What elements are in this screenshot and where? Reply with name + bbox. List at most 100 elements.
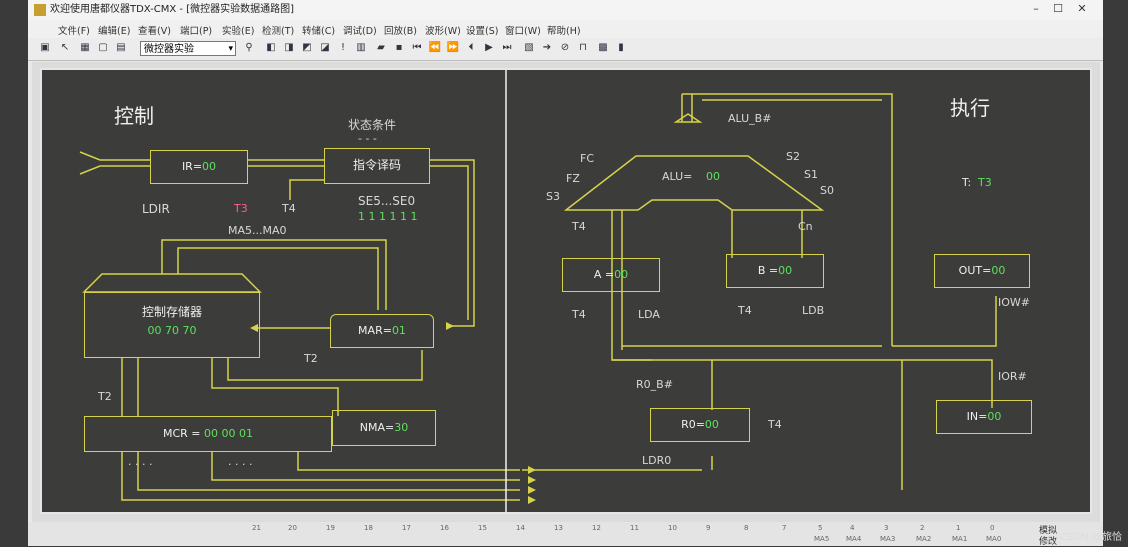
r0-b-label: R0_B# [636,378,673,391]
b-register[interactable]: B =00 [726,254,824,288]
menu-detect[interactable]: 检测(T) [262,26,295,37]
play-icon[interactable]: ▶ [485,42,493,53]
image-icon[interactable]: ▧ [524,42,534,53]
t4-label-a: T4 [572,308,586,321]
alert-icon[interactable]: ! [340,42,345,53]
out-register[interactable]: OUT=00 [934,254,1030,288]
stop-icon[interactable]: ⊘ [560,42,570,53]
s3-label: S3 [546,190,560,203]
menu-view[interactable]: 查看(V) [138,26,171,37]
step-back-icon[interactable]: ⏴ [468,42,474,53]
control-store[interactable]: 控制存储器 00 70 70 [84,292,260,358]
panel-icon[interactable]: ▤ [116,42,126,53]
bit-9: 9 [706,524,711,532]
menu-dump[interactable]: 转储(C) [302,26,336,37]
cn-label: Cn [798,220,813,233]
modify-button[interactable]: 修改 [1038,537,1057,547]
menu-file[interactable]: 文件(F) [58,26,90,37]
bit-11: 11 [630,524,639,532]
ldr0-label: LDR0 [642,454,672,467]
rewind-icon[interactable]: ⏪ [428,42,442,53]
last-icon[interactable]: ⏭ [502,42,512,53]
bit-2: 2 [920,524,925,532]
window-icon[interactable]: ▢ [98,42,108,53]
key-icon[interactable]: ⚲ [245,42,253,53]
s0-label: S0 [820,184,834,197]
alu-label: ALU= [662,170,693,183]
bit-20: 20 [288,524,297,532]
grid-icon[interactable]: ▦ [80,42,90,53]
first-icon[interactable]: ⏮ [412,42,422,53]
se-value: 1 1 1 1 1 1 [358,210,418,223]
app-window: 欢迎使用唐都仪器TDX-CMX - [微控器实验数据通路图] – ☐ ✕ 文件(… [28,0,1103,547]
open-icon[interactable]: ▣ [40,42,50,53]
bit-19: 19 [326,524,335,532]
menu-debug[interactable]: 调试(D) [343,26,377,37]
t3-label: T3 [234,202,248,215]
bit-4: 4 [850,524,855,532]
menu-window[interactable]: 窗口(W) [505,26,541,37]
instruction-decoder[interactable]: 指令译码 [324,148,430,184]
ior-label: IOR# [998,370,1027,383]
save-icon[interactable]: ▪ [395,42,403,53]
control-store-label: 控制存储器 [141,305,202,319]
tool-icon-3[interactable]: ◩ [302,42,312,53]
r0-value: 00 [704,418,719,431]
ldir-label: LDIR [142,202,170,216]
r0-register[interactable]: R0=00 [650,408,750,442]
mcr-register[interactable]: MCR = 00 00 01 [84,416,332,452]
r0-label: R0= [681,418,705,431]
window-title: 欢迎使用唐都仪器TDX-CMX - [微控器实验数据通路图] [50,4,294,15]
tool-icon-2[interactable]: ◨ [284,42,294,53]
simulate-button[interactable]: 模拟 [1038,526,1057,536]
menu-help[interactable]: 帮助(H) [547,26,581,37]
chart-icon[interactable]: ▩ [598,42,608,53]
ir-register[interactable]: IR=00 [150,150,248,184]
fc-label: FC [580,152,595,165]
menu-waveform[interactable]: 波形(W) [425,26,461,37]
minimize-button[interactable]: – [1033,2,1039,15]
arrow-icon[interactable]: ➔ [542,42,552,53]
menu-settings[interactable]: 设置(S) [466,26,499,37]
control-store-value: 00 70 70 [147,324,197,337]
mar-value: 01 [391,324,406,337]
close-button[interactable]: ✕ [1077,2,1087,15]
b-label: B = [757,264,779,277]
alu-value: 00 [706,170,720,183]
menu-edit[interactable]: 编辑(E) [98,26,131,37]
out-value: 00 [991,264,1006,277]
se-label: SE5...SE0 [358,194,416,208]
bit-16: 16 [440,524,449,532]
pulse-icon[interactable]: ⊓ [579,42,587,53]
bars-icon[interactable]: ▮ [618,42,624,53]
datapath-wires [79,70,997,512]
nma-value: 30 [394,421,409,434]
out-label: OUT= [958,264,992,277]
lda-label: LDA [638,308,660,321]
pointer-icon[interactable]: ↖ [60,42,70,53]
t2-label-mar: T2 [304,352,318,365]
table-icon[interactable]: ▥ [356,42,366,53]
ma4-cell: MA4 [846,535,862,543]
menu-playback[interactable]: 回放(B) [384,26,417,37]
bit-3: 3 [884,524,889,532]
a-label: A = [593,268,615,281]
tool-icon-4[interactable]: ◪ [320,42,330,53]
menu-port[interactable]: 端口(P) [180,26,213,37]
tool-icon-1[interactable]: ◧ [266,42,276,53]
status-bar: 21 20 19 18 17 16 15 14 13 12 11 10 9 8 … [28,522,1103,547]
maximize-button[interactable]: ☐ [1053,2,1063,15]
execute-title: 执行 [950,96,990,120]
forward-icon[interactable]: ⏩ [446,42,460,53]
bit-10: 10 [668,524,677,532]
ma2-cell: MA2 [916,535,932,543]
mar-register[interactable]: MAR=01 [330,314,434,348]
experiment-select[interactable]: 微控器实验 [140,41,236,57]
a-register[interactable]: A =00 [562,258,660,292]
ma5-cell: MA5 [814,535,830,543]
folder-icon[interactable]: ▰ [377,42,385,53]
iow-label: IOW# [998,296,1030,309]
menu-experiment[interactable]: 实验(E) [222,26,255,37]
nma-register[interactable]: NMA=30 [332,410,436,446]
in-register[interactable]: IN=00 [936,400,1032,434]
